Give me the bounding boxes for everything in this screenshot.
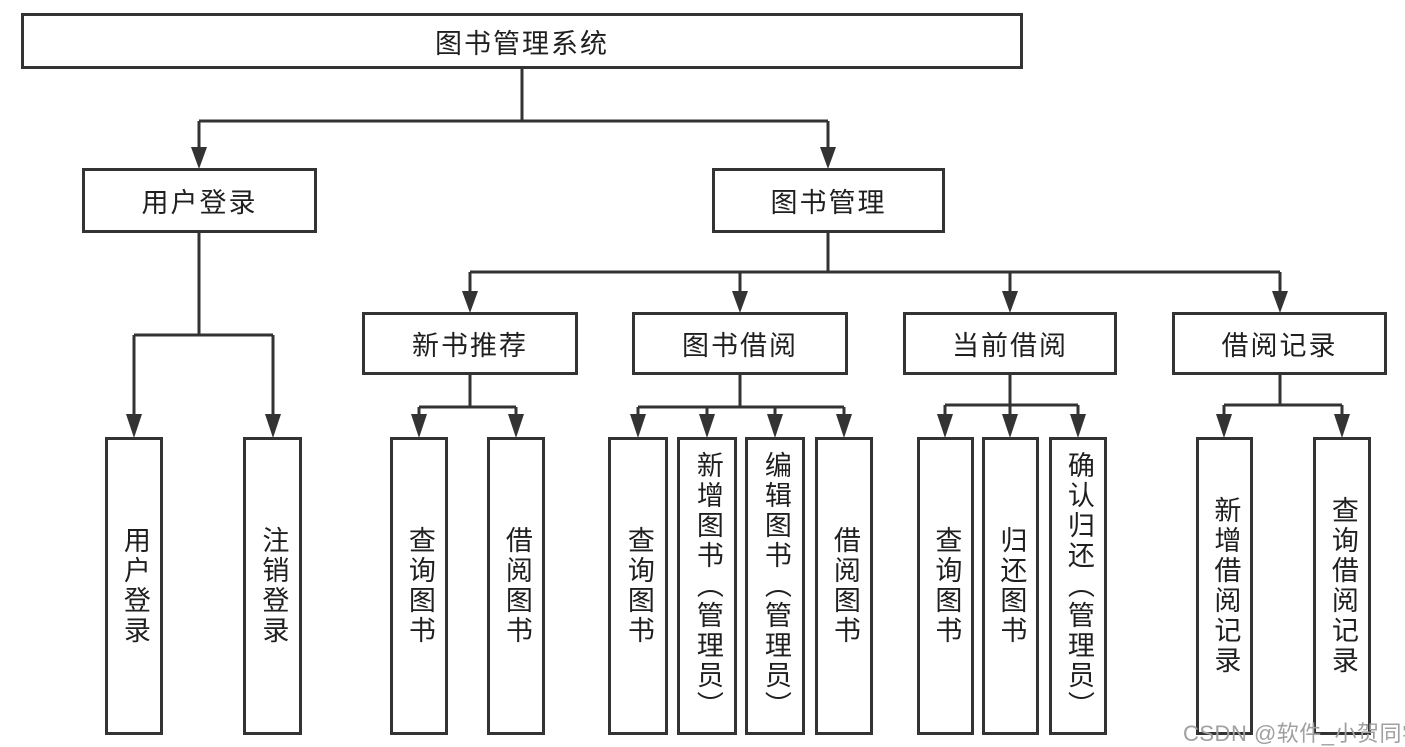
node-book-borrow-label: 图书借阅 bbox=[682, 331, 798, 361]
arrow-icon bbox=[126, 414, 142, 438]
leaf-query-borrow-record: 查询借阅记录 bbox=[1313, 437, 1371, 735]
leaf-borrow-books: 借阅图书 bbox=[815, 437, 873, 735]
arrow-icon bbox=[767, 414, 783, 438]
arrow-icon bbox=[1070, 414, 1086, 438]
leaf-logout: 注销登录 bbox=[243, 437, 302, 735]
leaf-return-books: 归还图书 bbox=[982, 437, 1039, 735]
node-user-login-label: 用户登录 bbox=[141, 188, 258, 218]
node-new-book-recommend-label: 新书推荐 bbox=[412, 331, 528, 361]
arrow-icon bbox=[1002, 291, 1018, 313]
leaf-query-borrow-record-label: 查询借阅记录 bbox=[1327, 496, 1358, 676]
leaf-return-books-label: 归还图书 bbox=[996, 526, 1027, 646]
arrow-icon bbox=[836, 414, 852, 438]
arrow-icon bbox=[937, 414, 953, 438]
leaf-borrow-books-label: 借阅图书 bbox=[829, 526, 860, 646]
node-root-label: 图书管理系统 bbox=[435, 28, 609, 59]
leaf-newbook-borrow-books-label: 借阅图书 bbox=[501, 526, 532, 646]
leaf-borrow-query-books: 查询图书 bbox=[608, 437, 668, 735]
node-borrow-record-label: 借阅记录 bbox=[1221, 331, 1338, 361]
leaf-confirm-return-admin-label: 确认归还（管理员） bbox=[1063, 451, 1094, 721]
leaf-current-query-books-label: 查询图书 bbox=[931, 526, 962, 646]
node-book-management: 图书管理 bbox=[712, 168, 945, 233]
arrow-icon bbox=[732, 291, 748, 313]
arrow-icon bbox=[411, 414, 427, 438]
leaf-add-borrow-record: 新增借阅记录 bbox=[1196, 437, 1253, 735]
arrow-icon bbox=[265, 414, 281, 438]
node-user-login: 用户登录 bbox=[82, 168, 317, 233]
arrow-icon bbox=[462, 291, 478, 313]
leaf-user-login-label: 用户登录 bbox=[119, 526, 150, 646]
arrow-icon bbox=[1216, 414, 1232, 438]
node-book-management-label: 图书管理 bbox=[770, 188, 887, 218]
node-current-borrow: 当前借阅 bbox=[903, 312, 1117, 375]
arrow-icon bbox=[699, 414, 715, 438]
leaf-borrow-query-books-label: 查询图书 bbox=[623, 526, 654, 646]
leaf-edit-books-admin: 编辑图书（管理员） bbox=[745, 437, 805, 735]
node-new-book-recommend: 新书推荐 bbox=[362, 312, 578, 375]
leaf-logout-label: 注销登录 bbox=[258, 526, 289, 646]
leaf-edit-books-admin-label: 编辑图书（管理员） bbox=[760, 451, 791, 721]
leaf-newbook-query-books: 查询图书 bbox=[390, 437, 448, 735]
node-borrow-record: 借阅记录 bbox=[1172, 312, 1387, 375]
node-book-borrow: 图书借阅 bbox=[632, 312, 848, 375]
csdn-watermark: CSDN @软件_小贺同学 bbox=[1183, 721, 1405, 746]
leaf-user-login: 用户登录 bbox=[105, 437, 163, 735]
arrowheads bbox=[126, 147, 1350, 438]
leaf-confirm-return-admin: 确认归还（管理员） bbox=[1049, 437, 1107, 735]
arrow-icon bbox=[191, 147, 207, 169]
node-current-borrow-label: 当前借阅 bbox=[952, 331, 1068, 361]
arrow-icon bbox=[1002, 414, 1018, 438]
leaf-add-books-admin-label: 新增图书（管理员） bbox=[692, 451, 723, 721]
leaf-newbook-query-books-label: 查询图书 bbox=[404, 526, 435, 646]
arrow-icon bbox=[1272, 291, 1288, 313]
node-root: 图书管理系统 bbox=[21, 13, 1023, 69]
leaf-current-query-books: 查询图书 bbox=[917, 437, 974, 735]
leaf-newbook-borrow-books: 借阅图书 bbox=[487, 437, 545, 735]
arrow-icon bbox=[1334, 414, 1350, 438]
arrow-icon bbox=[820, 147, 836, 169]
arrow-icon bbox=[630, 414, 646, 438]
arrow-icon bbox=[508, 414, 524, 438]
leaf-add-borrow-record-label: 新增借阅记录 bbox=[1210, 496, 1241, 676]
leaf-add-books-admin: 新增图书（管理员） bbox=[677, 437, 737, 735]
